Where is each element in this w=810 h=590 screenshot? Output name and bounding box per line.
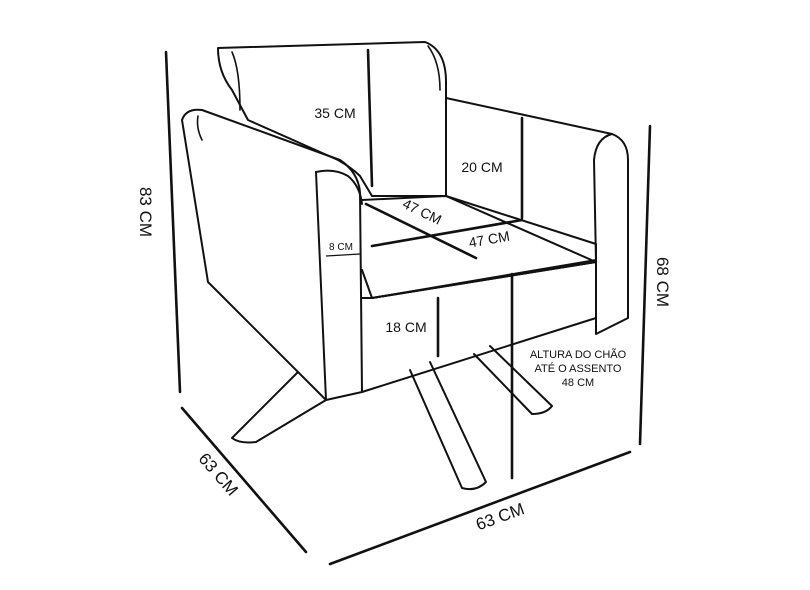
leg-front-left [231, 371, 327, 444]
seat-height-note-line2: ATÉ O ASSENTO [534, 362, 621, 375]
width-line [328, 450, 632, 566]
depth-label: 63 CM [195, 449, 242, 499]
left-arm-outline [181, 108, 363, 401]
seat-depth-line [364, 202, 478, 260]
left-arm-front-edge [315, 171, 327, 401]
seat-height-note-line3: 48 CM [562, 377, 594, 389]
seat-width-label: 47 CM [467, 228, 510, 251]
width-label: 63 CM [473, 499, 527, 534]
left-arm-top-seam [196, 115, 203, 141]
backrest-outline [217, 41, 447, 197]
base-front-outline [361, 261, 597, 393]
armchair-drawing [181, 41, 629, 491]
total-height-label: 83 CM [136, 187, 155, 237]
left-arm-front-face [315, 169, 363, 205]
depth-line [180, 406, 308, 554]
backrest-height-label: 35 CM [314, 105, 355, 121]
backrest-left-seam [231, 51, 241, 111]
leg-front-center [409, 361, 487, 491]
seat-height-note-line1: ALTURA DO CHÃO [530, 348, 627, 361]
arm-thickness-label: 8 CM [329, 242, 353, 253]
right-arm-outline [445, 97, 629, 335]
arm-inner-height-label: 20 CM [461, 159, 502, 175]
seat-cushion-outline [361, 195, 597, 299]
arm-height-line [638, 124, 652, 446]
backrest-right-seam [427, 45, 441, 91]
total-height-line [164, 50, 182, 394]
external-dimension-lines [164, 50, 652, 566]
backrest-height-line [366, 48, 374, 188]
internal-dimension-lines [325, 48, 524, 480]
seat-width-line [370, 218, 524, 248]
base-height-label: 18 CM [385, 319, 426, 335]
right-arm-top [593, 133, 613, 263]
leg-back-right [473, 345, 553, 415]
arm-height-label: 68 CM [653, 257, 672, 307]
arm-thickness-line [325, 253, 361, 257]
